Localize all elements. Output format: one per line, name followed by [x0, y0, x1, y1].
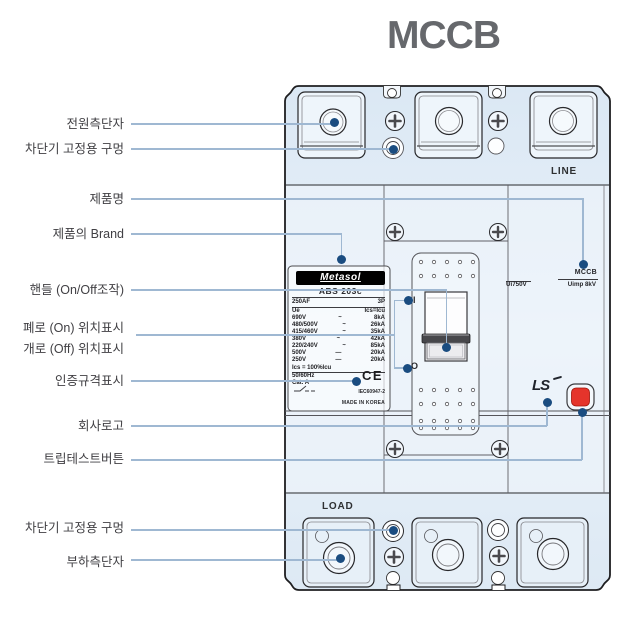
- fixing-hole-bottom: [382, 519, 509, 542]
- company-logo: LS: [532, 377, 550, 394]
- line-terminal-2: [414, 91, 483, 159]
- callout-label-certification: 인증규격표시: [54, 374, 124, 388]
- callout-dot: [441, 342, 451, 352]
- handle-on-marker: I: [413, 295, 416, 305]
- callout-label-company-logo: 회사로고: [77, 419, 124, 433]
- callout-line: [131, 559, 339, 561]
- callout-label-handle: 핸들 (On/Off조작): [29, 283, 124, 297]
- rating-row: 415/460V ~ 35kA: [292, 329, 385, 335]
- callout-dot: [578, 259, 588, 269]
- type-label: MCCB: [574, 269, 597, 276]
- handle-off-marker: O: [411, 361, 419, 371]
- rating-row: 220/240V ~ 85kA: [292, 343, 385, 349]
- line-label: LINE: [551, 166, 577, 177]
- callout-line: [581, 413, 583, 460]
- callout-label-power-terminal: 전원측단자: [66, 117, 124, 131]
- callout-line: [582, 198, 584, 264]
- load-label: LOAD: [322, 501, 354, 512]
- callout-dot: [329, 117, 339, 127]
- load-terminal-3: [516, 517, 589, 588]
- ui-rating: Ui750V: [506, 281, 527, 288]
- screw-icon: [384, 110, 509, 132]
- utilization-category: Cat. A: [292, 380, 310, 386]
- callout-dot: [403, 295, 413, 305]
- ce-mark: CE: [362, 368, 384, 383]
- callout-dot: [402, 363, 412, 373]
- callout-dot: [336, 254, 346, 264]
- vent-holes: [418, 259, 476, 431]
- callout-dot: [351, 376, 361, 386]
- standard-label: IEC60947-2: [358, 389, 385, 395]
- frame-size: 250AF: [292, 299, 311, 305]
- callout-label-fixing-hole-bottom: 차단기 고정용 구멍: [25, 521, 124, 535]
- callout-dot: [335, 553, 345, 563]
- breaker-diagram: [284, 85, 611, 591]
- callout-line: [394, 299, 406, 301]
- rating-row: 690V ~ 8kA: [292, 315, 385, 321]
- callout-label-load-terminal: 부하측단자: [66, 555, 124, 569]
- callout-line: [131, 123, 334, 125]
- callout-line: [136, 334, 395, 336]
- callout-label-fixing-hole-top: 차단기 고정용 구멍: [25, 142, 124, 156]
- brand-label: Metasol: [296, 271, 385, 285]
- ics-header: Ics=Icu: [364, 308, 385, 314]
- nameplate-panel: [287, 265, 391, 412]
- callout-line: [131, 233, 342, 235]
- callout-label-product-name: 제품명: [89, 192, 124, 206]
- callout-line: [394, 367, 405, 369]
- callout-dot: [388, 144, 398, 154]
- page-title: MCCB: [387, 14, 501, 57]
- callout-line: [445, 289, 447, 347]
- brand-text: Metasol: [320, 272, 361, 283]
- trip-test-button: [566, 383, 595, 411]
- ue-header: Ue: [292, 308, 300, 314]
- callout-line: [131, 425, 547, 427]
- rating-row: 500V — 20kA: [292, 350, 385, 356]
- callout-line: [131, 198, 583, 200]
- rating-row: 480/500V ~ 26kA: [292, 322, 385, 328]
- callout-line: [131, 529, 392, 531]
- divider: [558, 279, 598, 280]
- rating-row: 380V ~ 42kA: [292, 336, 385, 342]
- callout-line: [340, 233, 342, 259]
- callout-line: [393, 300, 395, 368]
- callout-line: [131, 148, 393, 150]
- callout-label-trip-test-button: 트립테스트버튼: [43, 452, 124, 466]
- uimp-rating: Uimp 8kV: [567, 281, 596, 288]
- callout-line: [546, 403, 548, 426]
- divider: [506, 281, 531, 282]
- spec-table: 250AF 3P Ue Ics=Icu 690V ~ 8kA 480/500V …: [292, 297, 385, 387]
- ics-note: Ics = 100%Icu: [292, 365, 332, 371]
- rating-row: 250V — 20kA: [292, 357, 385, 363]
- callout-label-off-indicator: 개로 (Off) 위치표시: [23, 342, 124, 356]
- callout-label-on-indicator: 폐로 (On) 위치표시: [23, 321, 124, 335]
- callout-label-product-brand: 제품의 Brand: [52, 227, 124, 241]
- isolation-symbol-icon: [294, 385, 315, 392]
- screw-icon: [386, 223, 509, 458]
- callout-dot: [542, 397, 552, 407]
- poles: 3P: [377, 299, 385, 305]
- callout-dot: [577, 407, 587, 417]
- callout-line: [131, 459, 582, 461]
- callout-line: [131, 380, 355, 382]
- model-label: ABS 203c: [318, 286, 363, 296]
- screw-icon: [383, 545, 510, 568]
- frequency: 50/60Hz: [292, 373, 315, 379]
- callout-dot: [388, 525, 398, 535]
- origin-label: MADE IN KOREA: [341, 400, 385, 406]
- callout-line: [131, 289, 447, 291]
- line-terminal-3: [529, 91, 598, 159]
- load-terminal-2: [411, 517, 483, 588]
